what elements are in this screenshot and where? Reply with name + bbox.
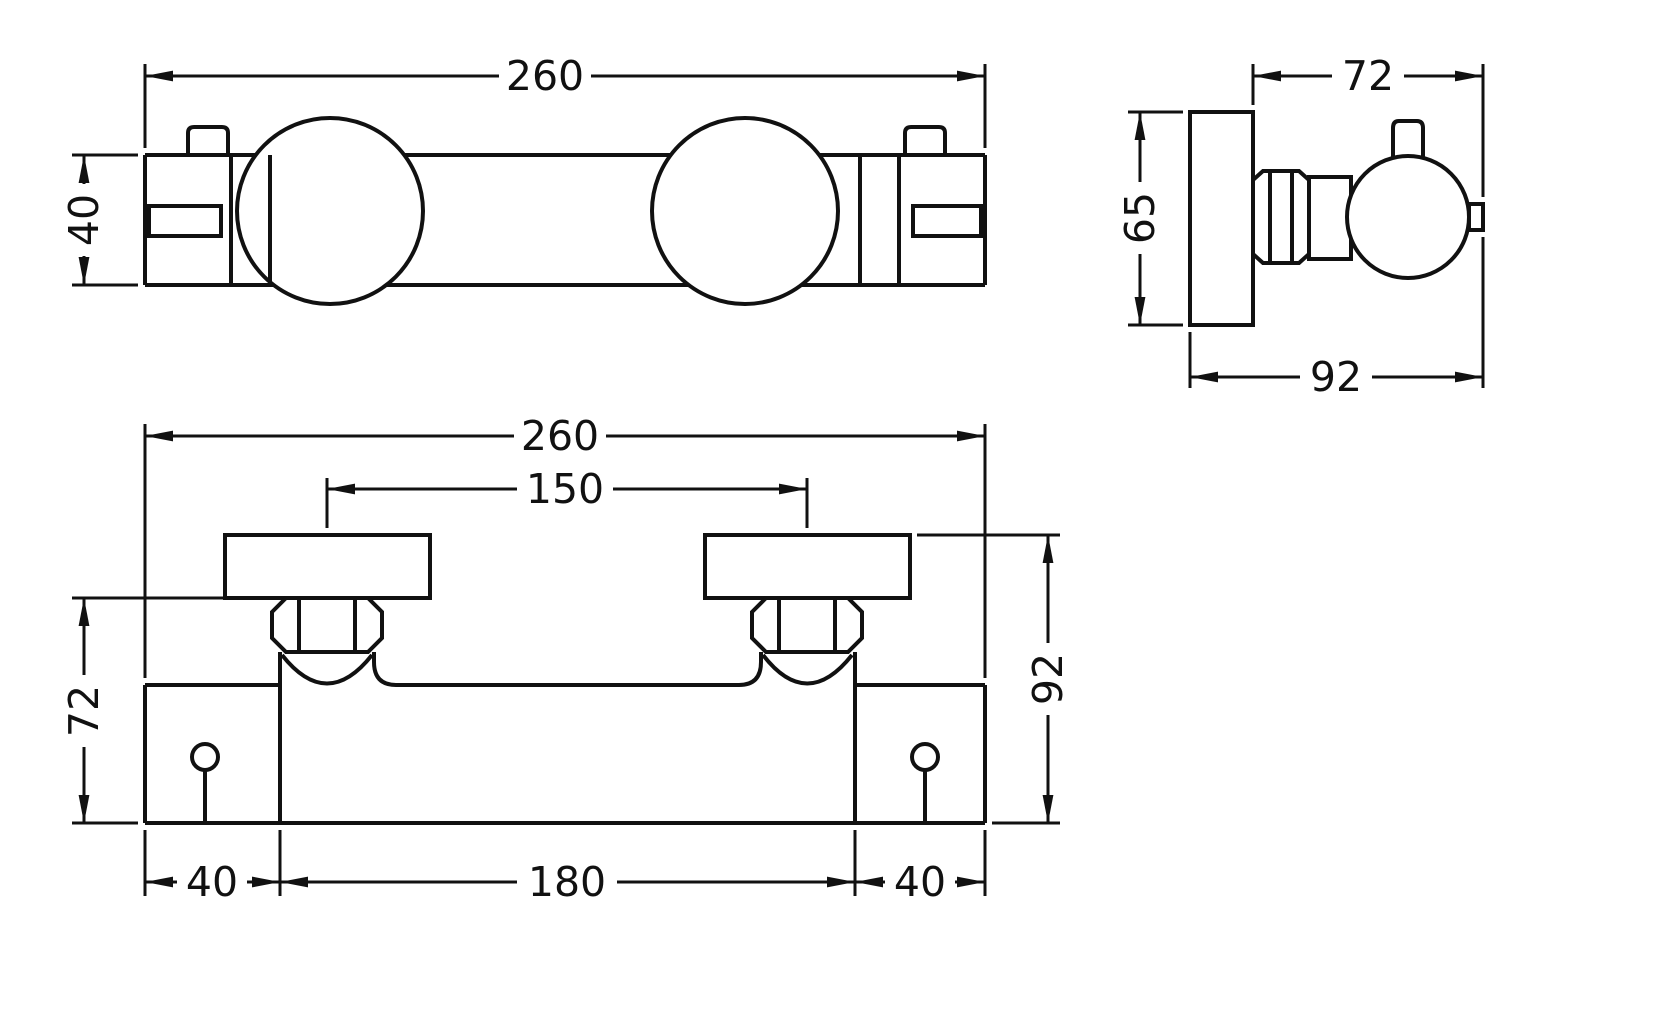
dim-label-front-width: 260 bbox=[521, 412, 599, 460]
label-mask bbox=[1300, 354, 1372, 400]
front-dim-height-right: 92 bbox=[917, 533, 1072, 825]
dim-label-side-plate-height: 65 bbox=[1116, 192, 1164, 244]
plan-knob-right bbox=[650, 116, 840, 306]
rotated-label-group: 40 bbox=[60, 184, 108, 256]
front-body-outline bbox=[143, 683, 987, 825]
plan-end-cap-joint-lines bbox=[229, 155, 901, 285]
plan-outlet-ports bbox=[186, 125, 947, 155]
front-wall-plates bbox=[223, 533, 912, 600]
front-dim-width: 260 bbox=[143, 412, 987, 678]
plan-body-joint-lines bbox=[268, 155, 862, 285]
front-union-nuts bbox=[270, 596, 864, 654]
front-dim-union-centres: 150 bbox=[325, 465, 809, 528]
side-dim-plate-height: 65 bbox=[1116, 110, 1183, 327]
dim-label-front-body-height: 72 bbox=[60, 685, 108, 737]
dim-label-side-depth-body: 72 bbox=[1342, 52, 1394, 100]
side-dim-depth-body: 72 bbox=[1251, 52, 1485, 197]
side-union-nut-facets bbox=[1268, 171, 1294, 263]
plan-dim-height: 40 bbox=[60, 153, 138, 287]
plan-view: 260 40 bbox=[60, 52, 987, 306]
dim-label-plan-height: 40 bbox=[60, 194, 108, 246]
side-view: 72 65 92 bbox=[1116, 52, 1485, 401]
label-mask bbox=[517, 859, 617, 905]
rotated-label-group: 92 bbox=[1024, 643, 1072, 715]
label-mask bbox=[177, 859, 247, 905]
front-elbow-arcs bbox=[280, 653, 854, 686]
side-wall-plate bbox=[1188, 110, 1255, 327]
rotated-label-group: 72 bbox=[60, 675, 108, 747]
front-view: 260 150 72 92 bbox=[60, 412, 1072, 906]
label-mask bbox=[885, 859, 955, 905]
plan-dim-width: 260 bbox=[143, 52, 987, 148]
label-mask bbox=[61, 675, 107, 747]
label-mask bbox=[1332, 53, 1404, 99]
label-mask bbox=[517, 466, 613, 512]
rotated-label-group: 65 bbox=[1116, 182, 1164, 254]
label-mask bbox=[1117, 182, 1163, 254]
front-union-nut-facets bbox=[297, 598, 837, 652]
side-outlet-port bbox=[1391, 119, 1425, 168]
side-override-button bbox=[1467, 202, 1485, 232]
plan-clamp-tabs bbox=[147, 204, 983, 238]
dim-label-front-right-end: 40 bbox=[894, 858, 946, 906]
side-dim-overall-depth: 92 bbox=[1188, 237, 1485, 401]
dim-label-side-overall-depth: 92 bbox=[1310, 353, 1362, 401]
label-mask bbox=[61, 184, 107, 256]
front-screw-hole-left bbox=[190, 742, 220, 772]
plan-knob-left bbox=[235, 116, 425, 306]
side-knob bbox=[1345, 154, 1471, 280]
front-screw-slot-lines bbox=[203, 770, 927, 823]
label-mask bbox=[1025, 643, 1071, 715]
side-valve-neck bbox=[1307, 175, 1353, 261]
front-joint-and-tail-lines bbox=[278, 652, 857, 823]
front-dim-bottom: 40 180 40 bbox=[143, 830, 987, 906]
dim-label-front-left-end: 40 bbox=[186, 858, 238, 906]
front-dim-height-left: 72 bbox=[60, 596, 266, 825]
side-union-nut bbox=[1251, 169, 1311, 265]
plan-bar-outline bbox=[143, 153, 987, 287]
extension-lines bbox=[143, 830, 987, 896]
extension-lines bbox=[143, 424, 987, 678]
dim-label-plan-width: 260 bbox=[506, 52, 584, 100]
dim-label-front-overall-height: 92 bbox=[1024, 653, 1072, 705]
label-mask bbox=[499, 53, 591, 99]
label-mask bbox=[514, 413, 606, 459]
dim-label-front-union-span: 180 bbox=[528, 858, 606, 906]
dim-label-front-union-centres: 150 bbox=[526, 465, 604, 513]
front-screw-hole-right bbox=[910, 742, 940, 772]
